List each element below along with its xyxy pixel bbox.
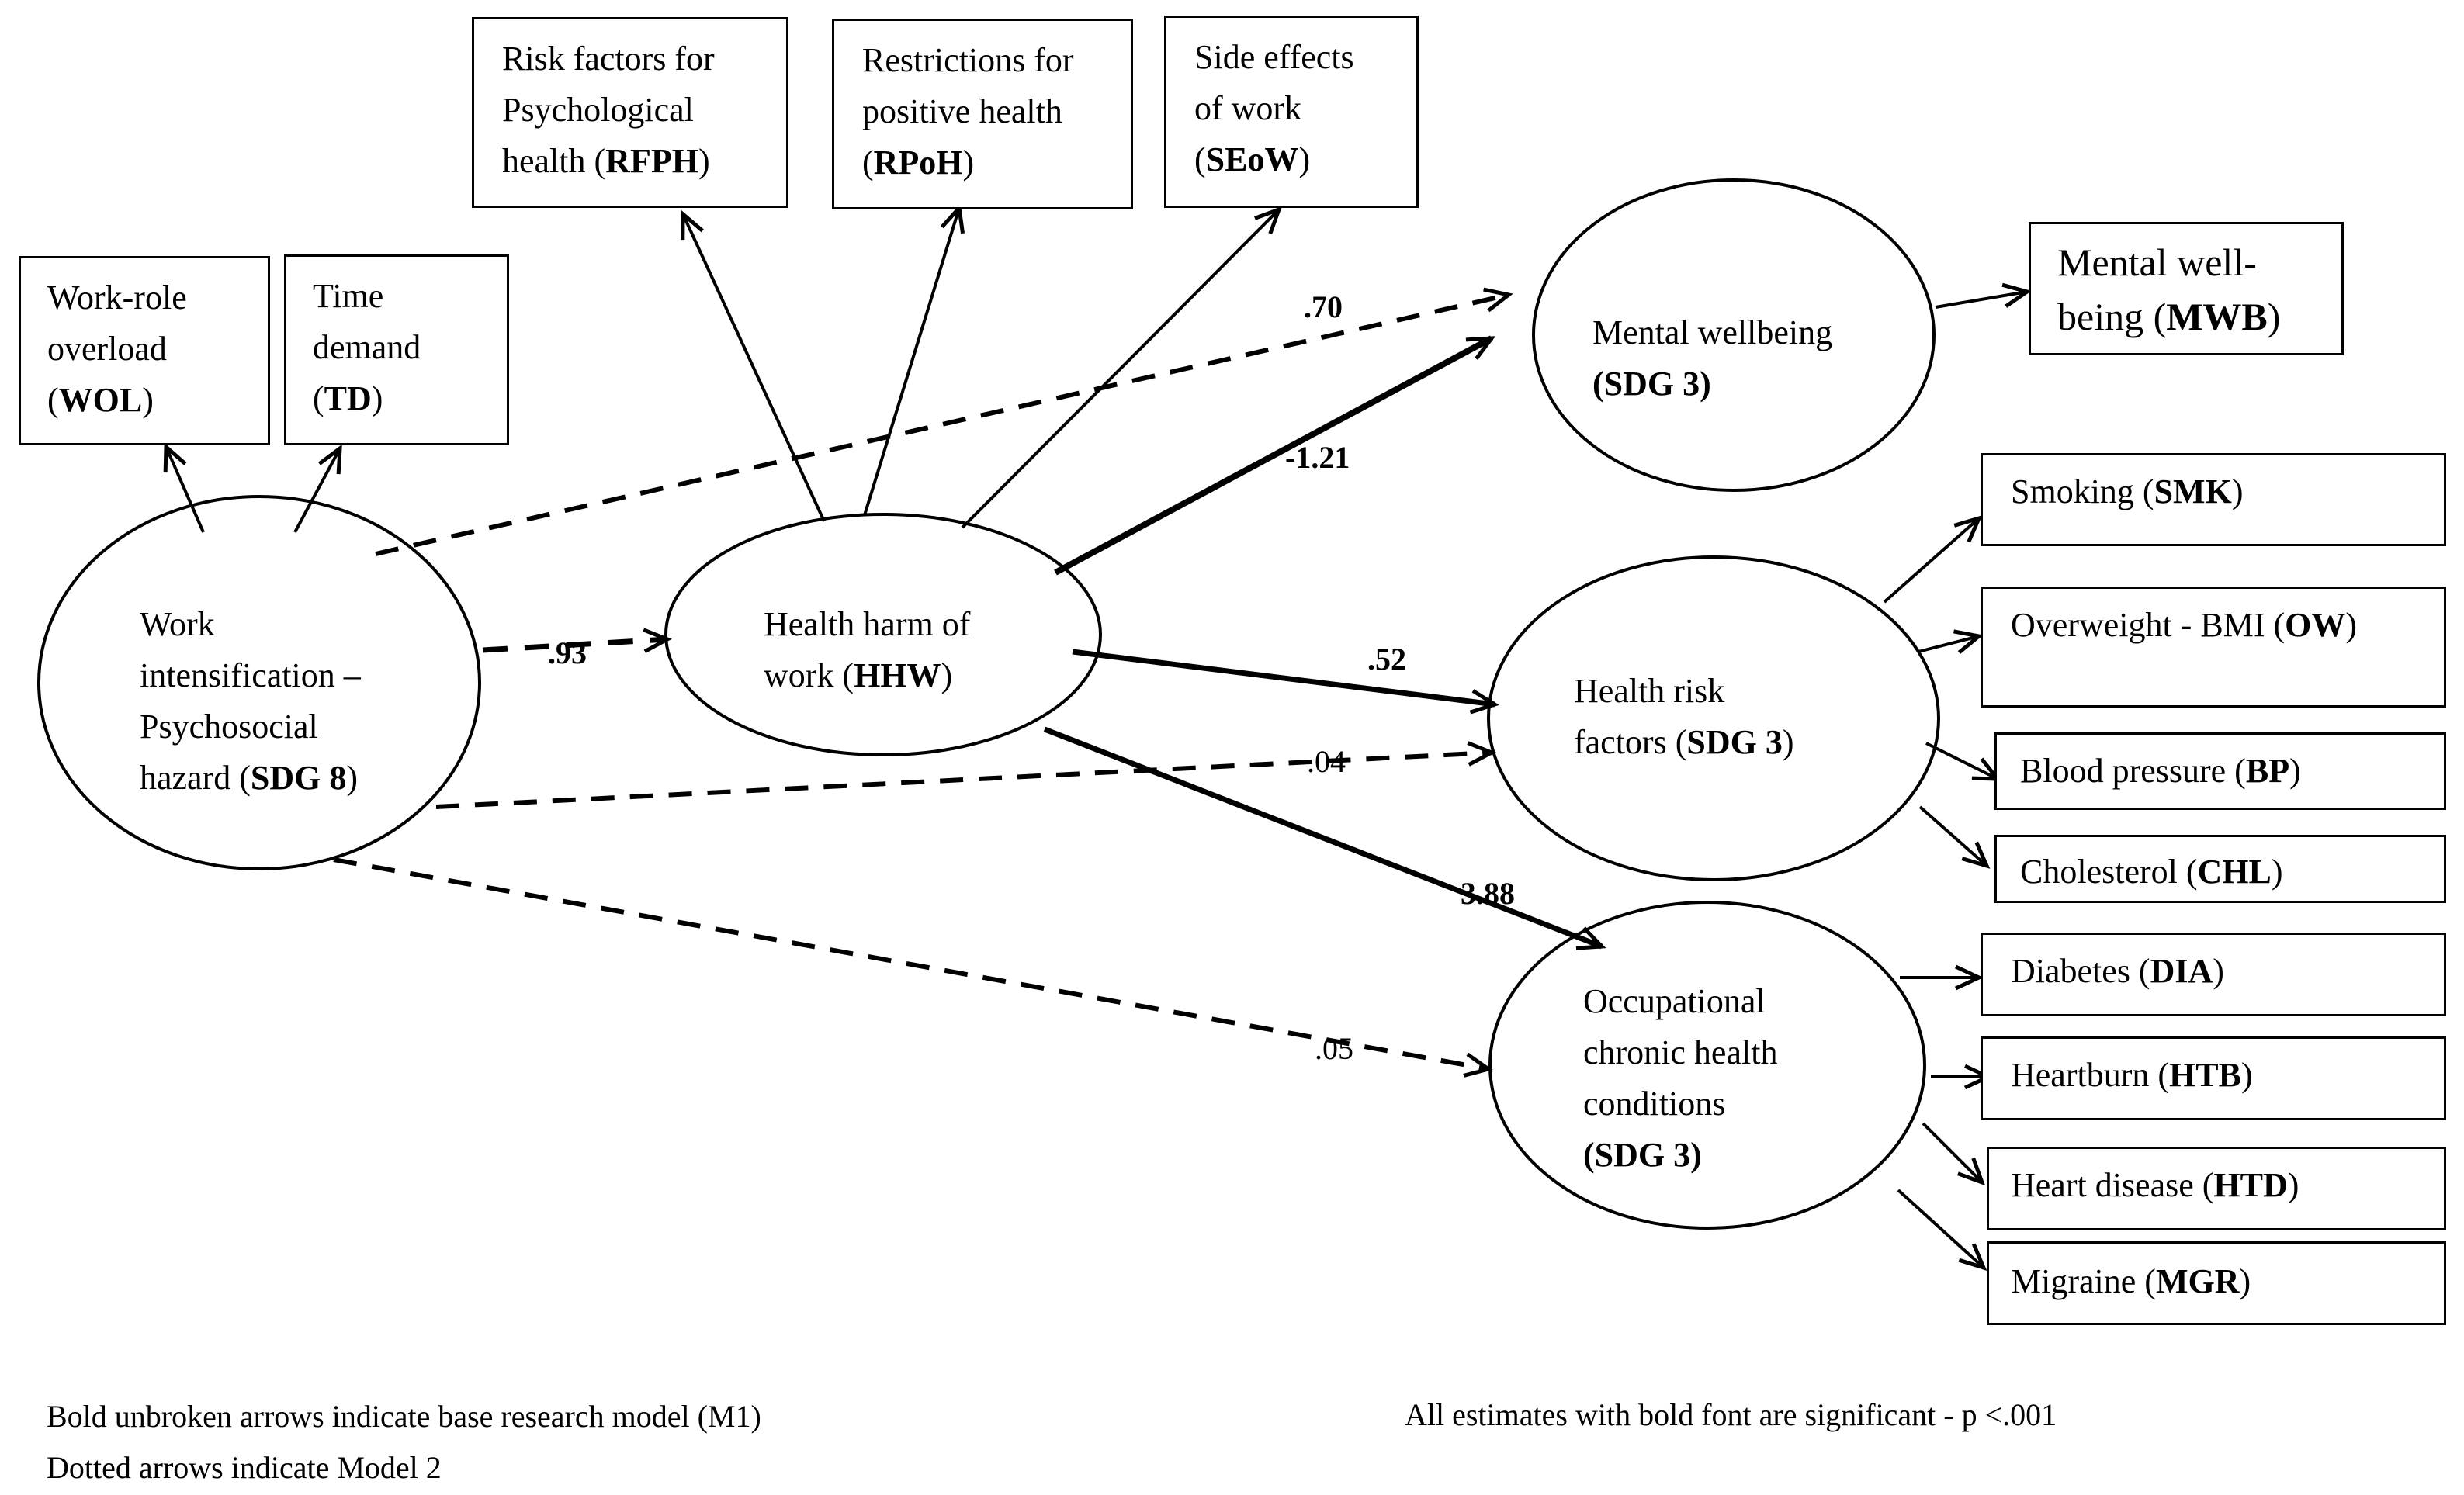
arrow-hrf-to-ow — [1918, 629, 1984, 654]
abbr-rpoh: RPoH — [873, 144, 963, 182]
arrow-mw-to-mwb — [1935, 282, 2032, 309]
abbr-hrf-sdg3: SDG 3 — [1686, 723, 1783, 761]
arrow-hrf-to-smk — [1883, 515, 1983, 604]
abbr-smk: SMK — [2154, 472, 2232, 510]
arrow-och-to-htd — [1922, 1122, 1986, 1186]
box-htb: Heartburn (HTB) — [1981, 1036, 2446, 1120]
box-wol: Work-role overload (WOL) — [19, 256, 270, 445]
abbr-ow: OW — [2285, 606, 2346, 644]
coef-hhw-och: 3.88 — [1461, 876, 1515, 911]
label-mental-wellbeing: Mental wellbeing (SDG 3) — [1592, 313, 1833, 403]
arrow-wi-to-och — [333, 857, 1493, 1078]
note-bold-arrows: Bold unbroken arrows indicate base resea… — [47, 1399, 761, 1434]
box-mgr: Migraine (MGR) — [1987, 1241, 2446, 1325]
abbr-mwb: MWB — [2166, 295, 2268, 338]
box-smk: Smoking (SMK) — [1981, 453, 2446, 546]
box-rpoh: Restrictions for positive health (RPoH) — [832, 19, 1133, 209]
abbr-mgr: MGR — [2155, 1262, 2240, 1300]
arrow-hrf-to-bp — [1925, 742, 2002, 781]
ellipse-mental-wellbeing — [1532, 178, 1936, 492]
box-bp: Blood pressure (BP) — [1994, 732, 2446, 810]
arrow-hhw-to-mw — [1054, 335, 1496, 576]
abbr-mw-sdg3: (SDG 3) — [1592, 365, 1711, 403]
abbr-hhw: HHW — [854, 656, 941, 694]
arrow-hhw-to-rpoh — [863, 203, 965, 516]
arrow-hhw-to-seow — [961, 206, 1283, 529]
abbr-och-sdg3: (SDG 3) — [1583, 1136, 1702, 1174]
coef-wi-hhw: .93 — [548, 635, 587, 670]
abbr-td: TD — [324, 379, 372, 417]
label-health-harm-of-work: Health harm of work (HHW) — [764, 605, 971, 694]
abbr-sdg8: SDG 8 — [250, 759, 347, 797]
label-occupational-chronic-health: Occupational chronic health conditions (… — [1583, 982, 1778, 1174]
coef-wi-och: .05 — [1315, 1031, 1353, 1066]
abbr-rfph: RFPH — [605, 142, 698, 180]
arrow-wi-to-wol — [163, 442, 205, 533]
box-mwb: Mental well- being (MWB) — [2029, 222, 2344, 355]
arrow-wi-to-hhw — [482, 628, 672, 653]
abbr-htb: HTB — [2169, 1056, 2241, 1094]
arrow-wi-to-hrf — [435, 741, 1496, 809]
coef-wi-mw: .70 — [1304, 289, 1343, 324]
box-ow: Overweight - BMI (OW) — [1981, 587, 2446, 708]
arrow-wi-to-td — [293, 444, 342, 533]
arrow-och-to-mgr — [1897, 1189, 1987, 1271]
box-dia: Diabetes (DIA) — [1981, 933, 2446, 1016]
abbr-wol: WOL — [58, 381, 143, 419]
arrow-hhw-to-och — [1043, 726, 1606, 950]
coef-hhw-hrf: .52 — [1367, 642, 1406, 677]
box-seow: Side effects of work (SEoW) — [1164, 16, 1419, 208]
coef-wi-hrf: .04 — [1307, 744, 1346, 779]
box-htd: Heart disease (HTD) — [1987, 1147, 2446, 1230]
ellipse-health-risk-factors — [1487, 555, 1940, 881]
box-chl: Cholesterol (CHL) — [1994, 835, 2446, 903]
abbr-htd: HTD — [2213, 1166, 2288, 1204]
label-health-risk-factors: Health risk factors (SDG 3) — [1574, 672, 1794, 761]
ellipse-work-intensification — [37, 495, 481, 870]
label-work-intensification: Work intensification – Psychosocial haza… — [140, 605, 361, 797]
box-td: Time demand (TD) — [284, 254, 509, 445]
arrow-hrf-to-chl — [1918, 805, 1991, 869]
abbr-chl: CHL — [2197, 853, 2272, 891]
arrow-wi-to-mw — [375, 287, 1513, 556]
note-dotted-arrows: Dotted arrows indicate Model 2 — [47, 1450, 442, 1485]
box-rfph: Risk factors for Psychological health (R… — [472, 17, 788, 208]
abbr-seow: SEoW — [1205, 140, 1299, 178]
note-significance: All estimates with bold font are signifi… — [1405, 1397, 2057, 1432]
abbr-dia: DIA — [2150, 952, 2213, 990]
arrow-hhw-to-hrf — [1072, 649, 1499, 715]
arrow-hhw-to-rfph — [681, 209, 826, 522]
coef-hhw-mw: -1.21 — [1285, 440, 1350, 475]
abbr-bp: BP — [2245, 752, 2290, 790]
